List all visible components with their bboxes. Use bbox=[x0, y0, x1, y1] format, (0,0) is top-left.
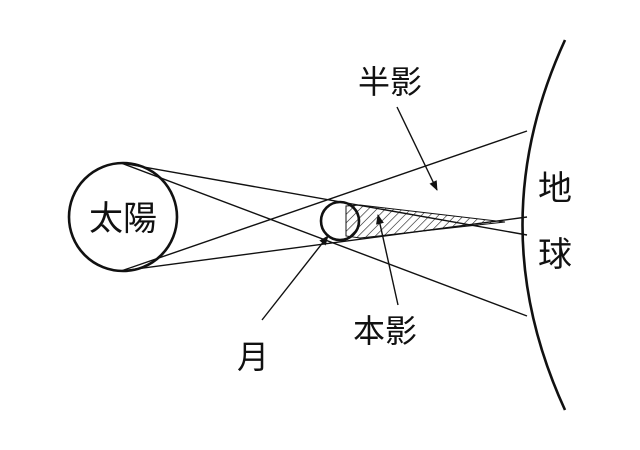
penumbra-pointer bbox=[396, 106, 438, 191]
moon-label: 月 bbox=[237, 338, 269, 376]
moon-pointer bbox=[261, 235, 329, 321]
umbra-label: 本影 bbox=[353, 312, 417, 350]
ray-cross-down bbox=[120, 162, 528, 317]
umbra-pointer bbox=[376, 214, 399, 306]
earth-surface bbox=[521, 39, 567, 411]
umbra-region bbox=[345, 204, 506, 239]
sun bbox=[67, 161, 179, 273]
earth-label-2: 球 bbox=[538, 235, 572, 275]
sun-label: 太陽 bbox=[89, 199, 157, 239]
earth-label-1: 地 bbox=[538, 169, 572, 209]
moon bbox=[319, 200, 361, 242]
ray-cross-up bbox=[120, 130, 528, 272]
penumbra-label: 半影 bbox=[358, 63, 422, 101]
